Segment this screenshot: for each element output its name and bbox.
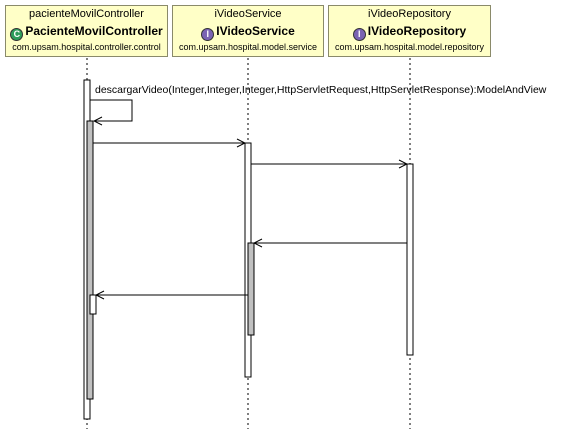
message-self-call [90, 99, 133, 121]
lifeline-package: com.upsam.hospital.model.repository [334, 42, 485, 52]
lifeline-instance-name: iVideoRepository [368, 8, 451, 20]
lifeline-class-label: IVideoRepository [367, 24, 467, 38]
lifeline-package: com.upsam.hospital.model.service [178, 42, 318, 52]
lifeline-package: com.upsam.hospital.controller.control [12, 42, 161, 52]
lifeline-class-label: PacienteMovilController [25, 24, 163, 38]
activation-repository [406, 163, 414, 356]
lifeline-instance-name: pacienteMovilController [29, 8, 144, 20]
lifeline-class-label: IVideoService [216, 24, 295, 38]
activation-service-inner [247, 242, 255, 336]
activation-controller-return [89, 294, 97, 315]
class-icon: C [10, 28, 24, 41]
interface-icon: I [201, 28, 215, 41]
lifeline-instance-name: iVideoService [214, 8, 282, 20]
activation-controller-inner [86, 120, 94, 400]
interface-icon: I [352, 28, 366, 41]
self-call-label: descargarVideo(Integer,Integer,Integer,H… [95, 84, 547, 96]
